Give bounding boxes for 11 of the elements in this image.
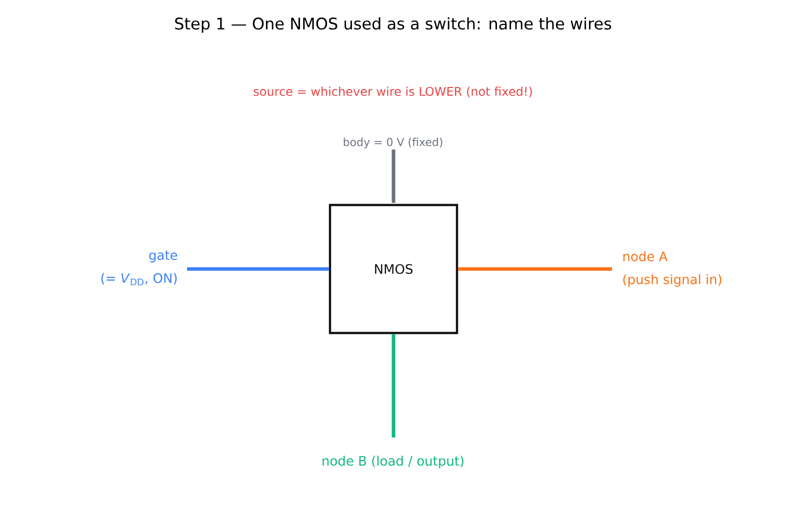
wire xyxy=(458,267,612,271)
wire xyxy=(392,150,396,203)
terminal-label: body = 0 V (fixed) xyxy=(344,138,442,148)
wire xyxy=(187,267,329,271)
terminal-label: node A (push signal in) xyxy=(623,251,722,287)
note: source = whichever wire is LOWER (not fixed!) xyxy=(254,86,532,98)
wire xyxy=(392,334,396,438)
terminal-label: gate (= V$_{DD}$, ON) xyxy=(101,250,178,286)
title: Step 1 — One NMOS used as a switch: name the wires xyxy=(175,17,612,33)
transistor-box: NMOS xyxy=(328,204,458,334)
terminal-label: node B (load / output) xyxy=(322,456,464,468)
